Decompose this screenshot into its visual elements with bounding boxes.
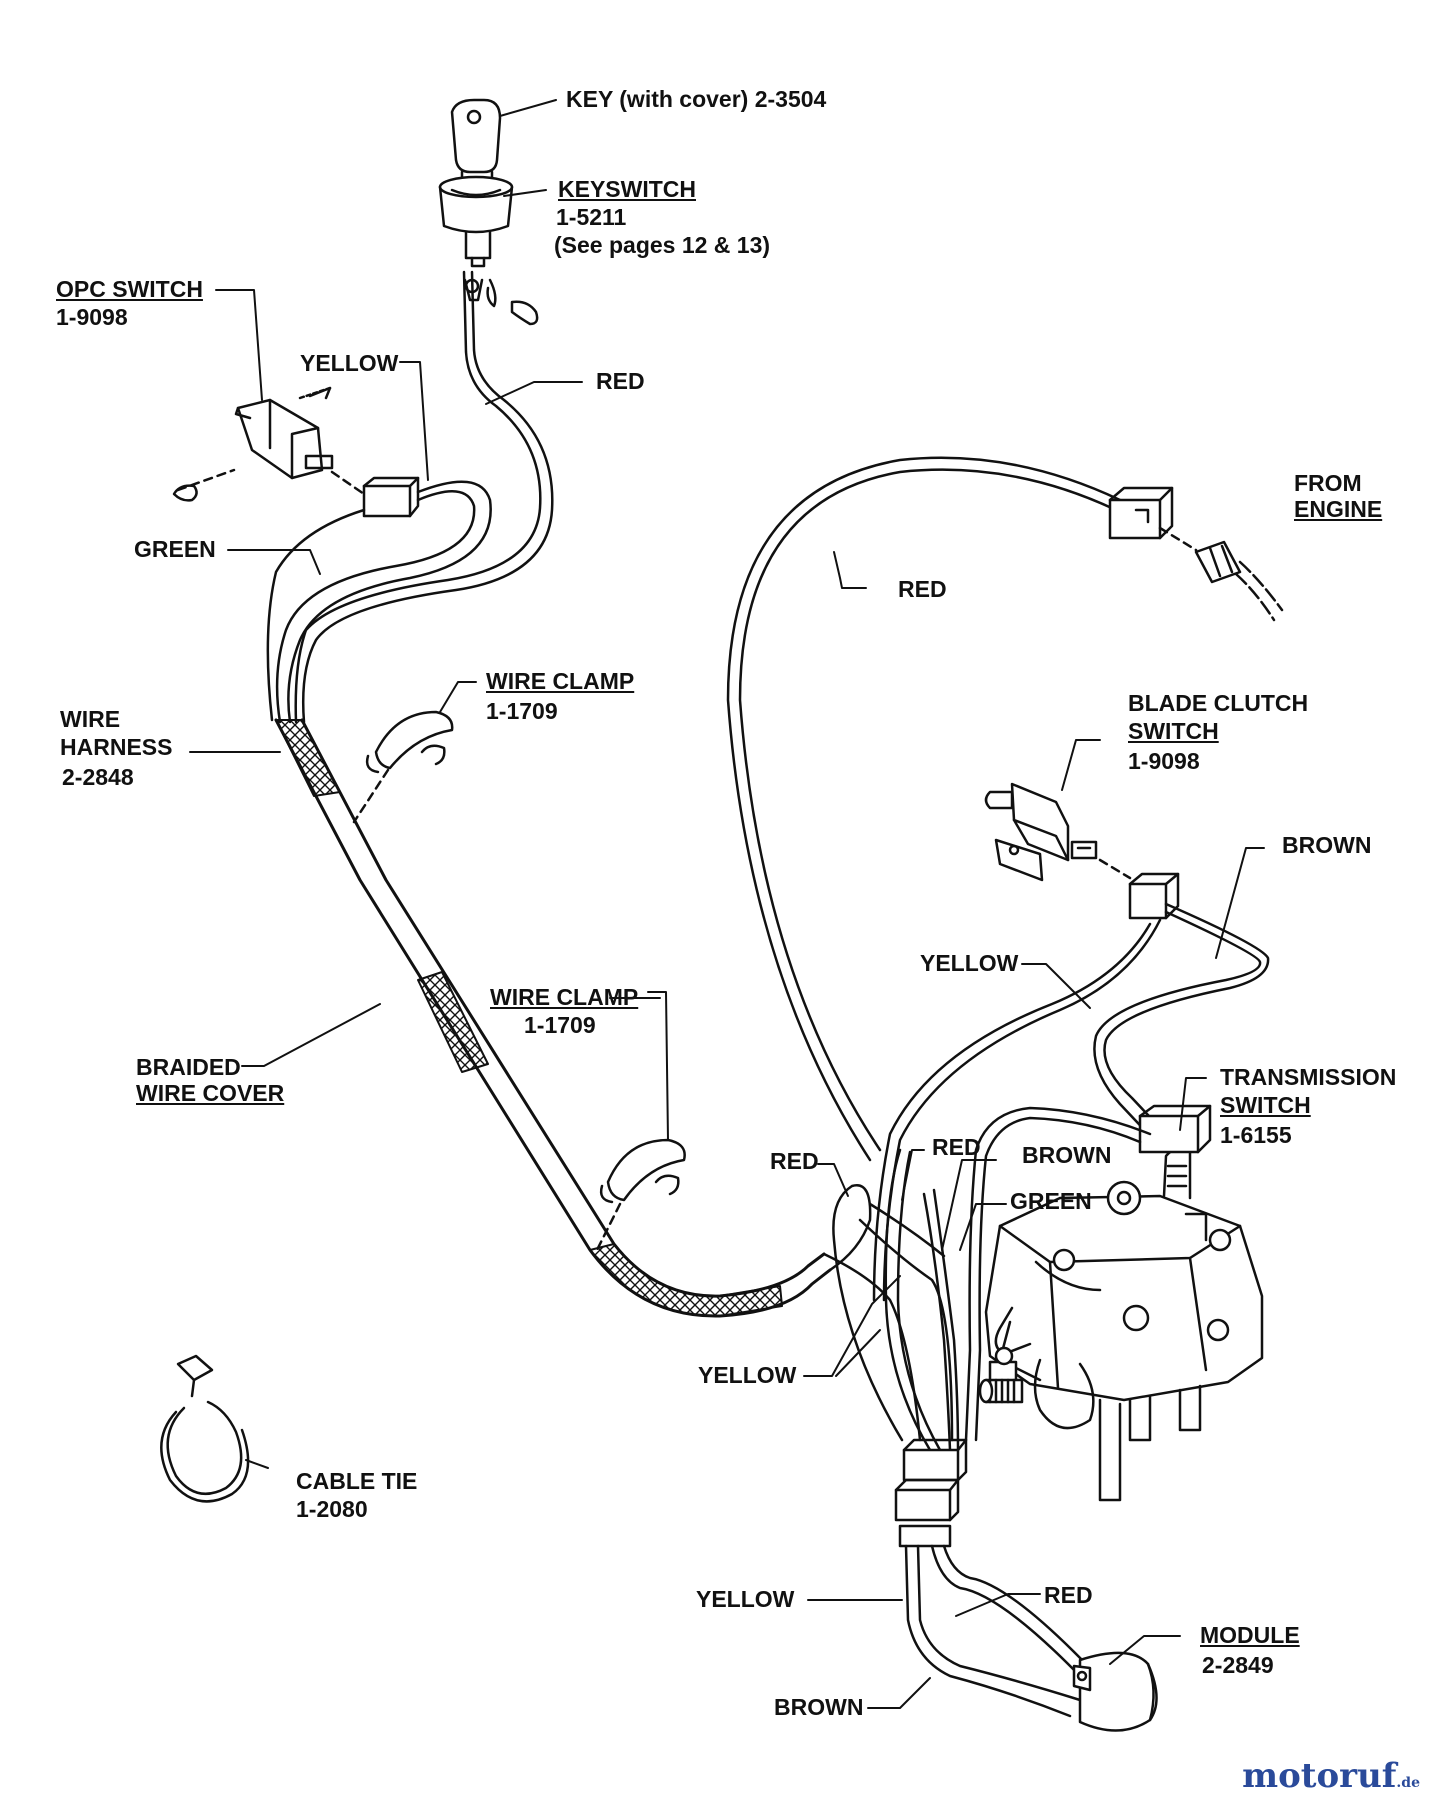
wire-harness-label-line2: HARNESS — [60, 734, 173, 760]
opc-connector — [330, 470, 420, 518]
wire-harness-label-line1: WIRE — [60, 706, 121, 732]
watermark-name: motoruf — [1242, 1756, 1397, 1796]
key-label: KEY (with cover) 2-3504 — [566, 86, 827, 112]
module-part-number: 2-2849 — [1202, 1652, 1274, 1678]
opc-switch-part-number: 1-9098 — [56, 304, 128, 330]
wire-label-yellow-opc: YELLOW — [300, 350, 399, 376]
wire-clamp-lower-part — [594, 1138, 686, 1254]
keyswitch-part — [438, 175, 539, 326]
opc-switch-part — [172, 386, 334, 502]
wire-label-brown-module: BROWN — [774, 1694, 864, 1720]
transmission-switch-wires — [964, 1106, 1152, 1442]
wire-label-yellow-blade: YELLOW — [920, 950, 1019, 976]
engine-red-wire — [726, 456, 1122, 1162]
wire-label-green-junction: GREEN — [1010, 1188, 1092, 1214]
braided-cover-label-line1: BRAIDED — [136, 1054, 241, 1080]
blade-clutch-wires — [872, 902, 1270, 1302]
harness-wires-upper — [266, 270, 554, 724]
wire-harness-bundle — [274, 718, 832, 1318]
cable-tie-part — [160, 1354, 250, 1503]
module-connector — [894, 1438, 968, 1548]
cable-tie-label: CABLE TIE — [296, 1468, 418, 1494]
wire-clamp-upper-label: WIRE CLAMP — [486, 668, 635, 694]
from-engine-line2: ENGINE — [1294, 496, 1383, 522]
opc-switch-label: OPC SWITCH — [56, 276, 203, 302]
wire-label-green-opc: GREEN — [134, 536, 216, 562]
blade-clutch-part-number: 1-9098 — [1128, 748, 1200, 774]
wire-clamp-lower-label: WIRE CLAMP — [490, 984, 639, 1010]
wire-label-red-module: RED — [1044, 1582, 1093, 1608]
keyswitch-note: (See pages 12 & 13) — [554, 232, 771, 258]
blade-clutch-label-line2: SWITCH — [1128, 718, 1219, 744]
wire-clamp-upper-part-number: 1-1709 — [486, 698, 558, 724]
blade-clutch-label-line1: BLADE CLUTCH — [1128, 690, 1309, 716]
wire-clamp-upper-part — [352, 710, 454, 824]
transmission-switch-part-number: 1-6155 — [1220, 1122, 1292, 1148]
keyswitch-label: KEYSWITCH — [558, 176, 696, 202]
wire-clamp-lower-part-number: 1-1709 — [524, 1012, 596, 1038]
keyswitch-part-number: 1-5211 — [556, 204, 627, 230]
braided-cover-label-line2: WIRE COVER — [136, 1080, 285, 1106]
wire-label-red-junction-left: RED — [770, 1148, 819, 1174]
wire-label-red-junction-right: RED — [932, 1134, 981, 1160]
module-wires — [822, 1148, 960, 1452]
watermark: motoruf.de — [1242, 1756, 1420, 1796]
wire-label-red-key: RED — [596, 368, 645, 394]
module-label: MODULE — [1200, 1622, 1300, 1648]
blade-clutch-connector — [1128, 872, 1180, 920]
transmission-switch-label-line1: TRANSMISSION — [1220, 1064, 1397, 1090]
engine-connector — [1108, 486, 1284, 622]
transmission-shaft — [978, 1378, 1024, 1404]
watermark-suffix: .de — [1396, 1775, 1420, 1791]
transmission-part — [984, 1104, 1264, 1502]
cable-tie-part-number: 1-2080 — [296, 1496, 368, 1522]
wire-label-brown-trans: BROWN — [1022, 1142, 1112, 1168]
wire-harness-part-number: 2-2848 — [62, 764, 134, 790]
blade-clutch-switch-part — [984, 782, 1132, 882]
module-output-wires — [904, 1544, 1088, 1718]
wire-label-yellow-junction: YELLOW — [698, 1362, 797, 1388]
transmission-switch-label-line2: SWITCH — [1220, 1092, 1311, 1118]
wire-label-yellow-module: YELLOW — [696, 1586, 795, 1612]
wire-label-red-engine: RED — [898, 576, 947, 602]
leader-lines — [189, 99, 1265, 1709]
wire-label-brown-blade: BROWN — [1282, 832, 1372, 858]
from-engine-line1: FROM — [1294, 470, 1362, 496]
